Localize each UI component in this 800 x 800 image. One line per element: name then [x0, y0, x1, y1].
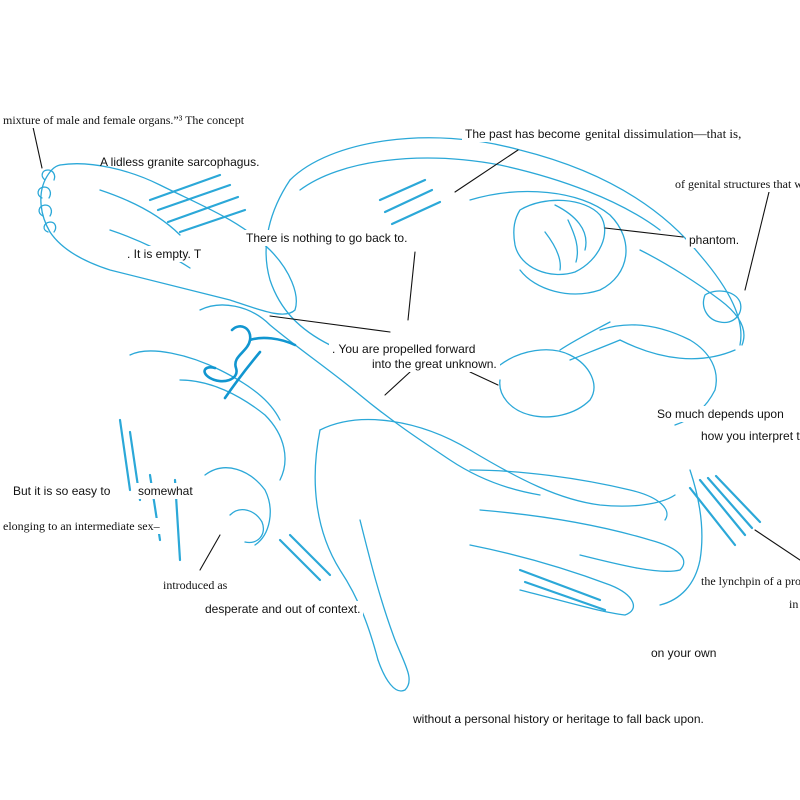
hatch-upper-left-1: [148, 173, 222, 202]
callout-structures: [744, 191, 770, 291]
hatch-upper-left-4: [178, 208, 247, 234]
text-depends: So much depends upon: [654, 406, 787, 422]
text-structures: of genital structures that w: [672, 176, 800, 192]
hatch-upper-left-2: [156, 183, 232, 212]
hatch-lower-2: [288, 533, 332, 577]
hatch-lower-4: [523, 580, 607, 612]
hatch-upper-center-1: [378, 178, 427, 202]
foot-toe-1: [41, 169, 56, 181]
right-hand-lower: [659, 469, 703, 606]
text-empty: . It is empty. T: [124, 246, 205, 262]
lower-hand-thumb: [359, 519, 410, 692]
text-sarcophagus: A lidless granite sarcophagus.: [100, 155, 260, 169]
figure-back-outline: [299, 157, 661, 231]
text-past: The past has become: [462, 126, 584, 142]
hatch-upper-left-3: [166, 195, 240, 224]
lower-hand-palm: [319, 419, 676, 507]
lower-hand-finger-2: [479, 509, 685, 572]
hatch-right-1: [698, 478, 747, 537]
hatch-upper-center-2: [383, 188, 434, 214]
foot-toe-4: [43, 221, 57, 233]
text-interpret: how you interpret th: [698, 428, 800, 444]
text-somewhat: somewhat: [135, 483, 196, 499]
figure-curl: [702, 290, 742, 324]
central-hand-finger-1: [129, 350, 281, 421]
lower-hand-wrist: [314, 429, 379, 661]
callout-unknown: [384, 371, 411, 396]
scribble-mark: [203, 325, 297, 400]
hatch-lower-1: [278, 538, 322, 582]
text-phantom: phantom.: [686, 232, 743, 248]
hatch-upper-center-3: [390, 200, 442, 226]
text-in: in: [786, 596, 800, 612]
figure-hair: [544, 204, 587, 271]
hatch-right-2: [706, 476, 754, 530]
central-hand-finger-3: [204, 467, 271, 546]
callout-propelled: [269, 315, 391, 333]
text-introduced: introduced as: [160, 577, 231, 593]
text-desperate: desperate and out of context.: [202, 601, 364, 617]
text-dissimulation: genital dissimulation—that is,: [582, 125, 745, 142]
callout-lynchpin: [754, 529, 800, 561]
figure-left-leg: [265, 179, 331, 346]
callout-unknown-right: [469, 371, 499, 386]
text-lynchpin: the lynchpin of a pro: [698, 573, 800, 589]
text-concept: mixture of male and female organs.”³ The…: [0, 112, 248, 128]
text-unknown: into the great unknown.: [369, 356, 500, 372]
figure-knee: [469, 190, 627, 295]
callout-past: [454, 149, 519, 193]
central-hand-finger-2: [179, 379, 286, 481]
small-hand: [499, 349, 595, 418]
hatch-right-4: [688, 486, 737, 547]
small-hand-finger: [559, 321, 621, 361]
foot-outline: [49, 163, 297, 315]
foot-toe-3: [38, 204, 52, 217]
central-hand-finger-4: [229, 509, 264, 544]
text-easy: But it is so easy to: [10, 483, 114, 499]
central-hand: [199, 304, 541, 496]
lower-hand-finger-3: [469, 544, 635, 616]
hatch-right-3: [714, 474, 762, 524]
callout-phantom: [604, 227, 684, 238]
figure-head: [513, 199, 606, 276]
text-propelled: . You are propelled forward: [329, 341, 479, 357]
hatch-left-1: [118, 418, 132, 492]
callout-nothing: [407, 251, 416, 321]
callout-introduced: [199, 534, 221, 571]
hatch-lower-3: [518, 568, 602, 602]
text-own: on your own: [648, 645, 720, 661]
text-intermediate: elonging to an intermediate sex–: [0, 518, 163, 534]
text-history: without a personal history or heritage t…: [410, 711, 707, 727]
figure-rear: [639, 249, 745, 346]
figure-under-curve: [619, 339, 736, 360]
foot-toe-2: [37, 186, 51, 199]
text-nothing: There is nothing to go back to.: [243, 230, 411, 246]
lower-hand-finger-1: [469, 469, 668, 521]
